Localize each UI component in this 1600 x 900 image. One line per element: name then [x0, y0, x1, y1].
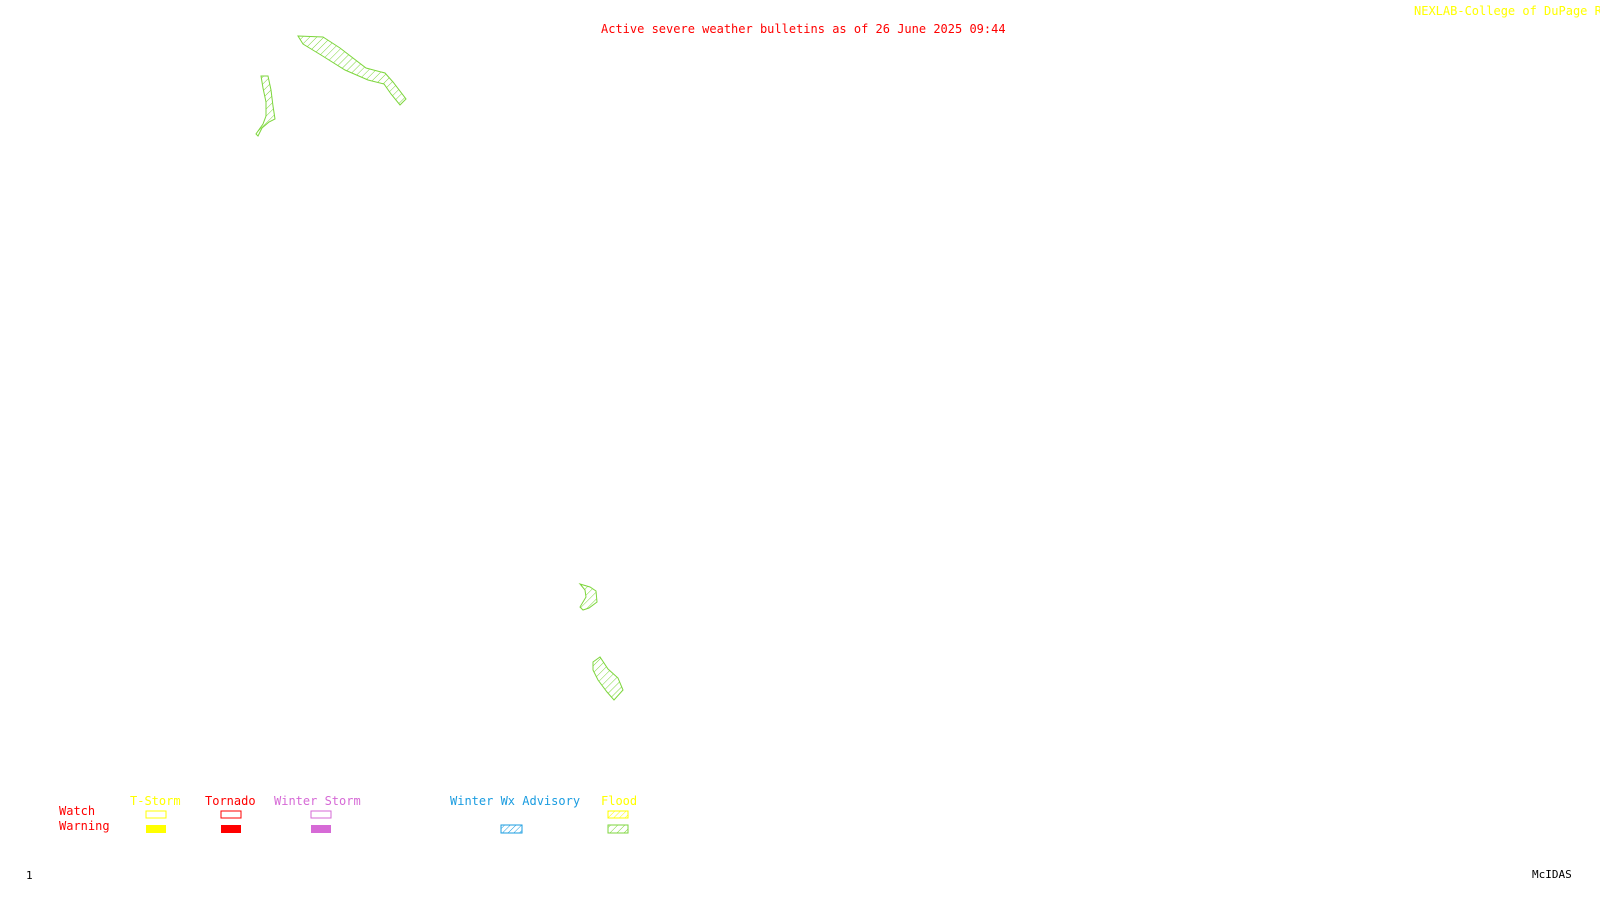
- flood-warning-polygon-1[interactable]: [255, 75, 276, 137]
- legend-flood-watch-swatch: [607, 810, 629, 819]
- legend-row-warning: Warning: [59, 819, 110, 833]
- bulletin-title: Active severe weather bulletins as of 26…: [601, 22, 1006, 36]
- legend-flood-warning-swatch: [607, 824, 629, 834]
- legend-header-winter-storm: Winter Storm: [274, 794, 361, 808]
- legend-tornado-watch-swatch: [220, 810, 242, 819]
- legend-winter-storm-watch-swatch: [310, 810, 332, 819]
- legend-row-watch: Watch: [59, 804, 96, 818]
- legend-header-flood: Flood: [601, 794, 638, 808]
- source-credit: NEXLAB-College of DuPage R: [1414, 4, 1600, 18]
- legend-winter-wx-advisory-swatch: [500, 824, 523, 834]
- flood-warning-polygon-4[interactable]: [592, 656, 624, 701]
- legend-header-winter-wx-advisory: Winter Wx Advisory: [450, 794, 581, 808]
- legend-winter-storm-warning-swatch: [311, 825, 331, 833]
- product-label: McIDAS: [1532, 868, 1572, 881]
- legend-tstorm-warning-swatch: [146, 825, 166, 833]
- flood-warning-polygon-2[interactable]: [297, 35, 407, 106]
- legend-tornado-warning-swatch: [221, 825, 241, 833]
- legend-tstorm-watch-swatch: [145, 810, 167, 819]
- flood-warning-polygon-3[interactable]: [578, 583, 598, 611]
- legend-header-tornado: Tornado: [205, 794, 256, 808]
- legend-header-tstorm: T-Storm: [130, 794, 181, 808]
- page-number: 1: [26, 869, 33, 882]
